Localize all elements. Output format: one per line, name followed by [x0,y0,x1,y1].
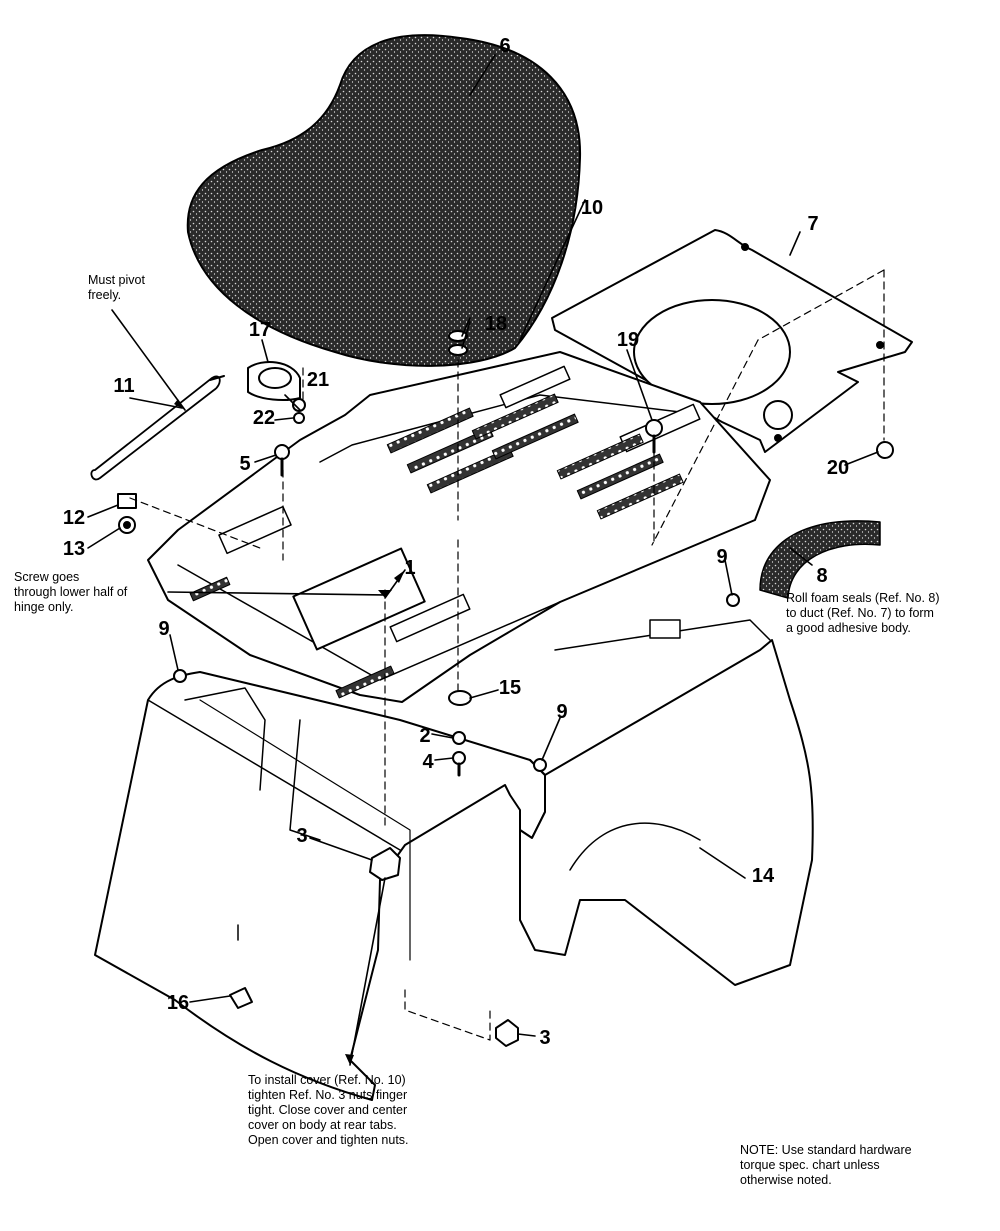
callout-10: 10 [581,197,603,219]
note-torque: NOTE: Use standard hardware torque spec.… [740,1143,912,1187]
callout-6: 6 [499,35,510,57]
bolt-4 [452,751,466,765]
callout-20: 20 [827,457,849,479]
callout-16: 16 [167,992,189,1014]
callout-1: 1 [404,557,415,579]
callout-9-left: 9 [158,618,169,640]
nut-3-lower [495,1019,519,1047]
foam-seal [759,520,881,599]
bolt-19 [645,419,663,437]
callout-22: 22 [253,407,275,429]
callout-5: 5 [239,453,250,475]
callout-4: 4 [422,751,434,773]
nut-3-upper [369,847,401,881]
bolt-5 [274,444,290,460]
note-must-pivot: Must pivot freely. [88,273,145,302]
callout-15: 15 [499,677,521,699]
nut-20 [876,441,894,459]
callout-12: 12 [63,507,85,529]
note-install-cover: To install cover (Ref. No. 10) tighten R… [248,1073,409,1147]
callout-8: 8 [816,565,827,587]
lock-washer-2 [452,731,466,745]
body-right-side [519,639,814,986]
cover-vents [189,393,684,699]
callout-14: 14 [752,865,775,887]
callout-11: 11 [113,375,134,397]
callout-2: 2 [419,725,430,747]
callout-3-lower: 3 [539,1027,550,1049]
callout-21: 21 [307,369,329,391]
callout-17: 17 [249,319,271,341]
callout-9-right: 9 [716,546,727,568]
callout-labels: 1 2 3 3 4 5 6 7 8 9 9 9 10 11 12 13 14 1… [63,35,849,1049]
duct-opening [633,299,791,405]
callout-13: 13 [63,538,85,560]
clip-nut [117,493,137,509]
washer-15 [448,690,472,706]
note-screw-hinge: Screw goes through lower half of hinge o… [14,570,128,614]
callout-9-center: 9 [556,701,567,723]
callout-3-upper: 3 [296,825,307,847]
callout-18: 18 [485,313,507,335]
pivot-rod [90,375,221,481]
seat-cushion [186,34,582,367]
callout-19: 19 [617,329,639,351]
callout-7: 7 [807,213,818,235]
duct-small-hole [763,400,793,430]
clip-16 [229,987,253,1009]
note-foam-seals: Roll foam seals (Ref. No. 8) to duct (Re… [786,591,940,635]
